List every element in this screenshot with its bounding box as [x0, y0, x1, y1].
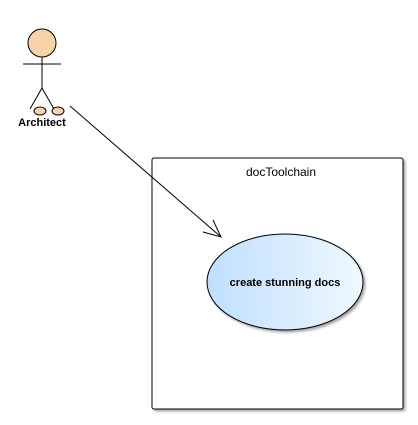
actor-name: Architect	[18, 117, 66, 129]
actor-right-foot-icon	[51, 106, 65, 116]
use-case-ellipse	[206, 233, 364, 331]
actor-left-foot-icon	[33, 106, 47, 116]
association-line	[69, 105, 222, 238]
arrow-head	[202, 219, 222, 238]
actor-architect[interactable]: Architect	[18, 28, 66, 129]
use-case-create-stunning-docs[interactable]: create stunning docs	[206, 233, 364, 331]
system-title: docToolchain	[246, 165, 316, 179]
actor-left-leg	[29, 87, 43, 110]
actor-head-icon	[27, 28, 57, 58]
use-case-label: create stunning docs	[230, 277, 341, 289]
actor-right-leg	[41, 87, 55, 110]
association-arrow[interactable]	[69, 105, 222, 238]
